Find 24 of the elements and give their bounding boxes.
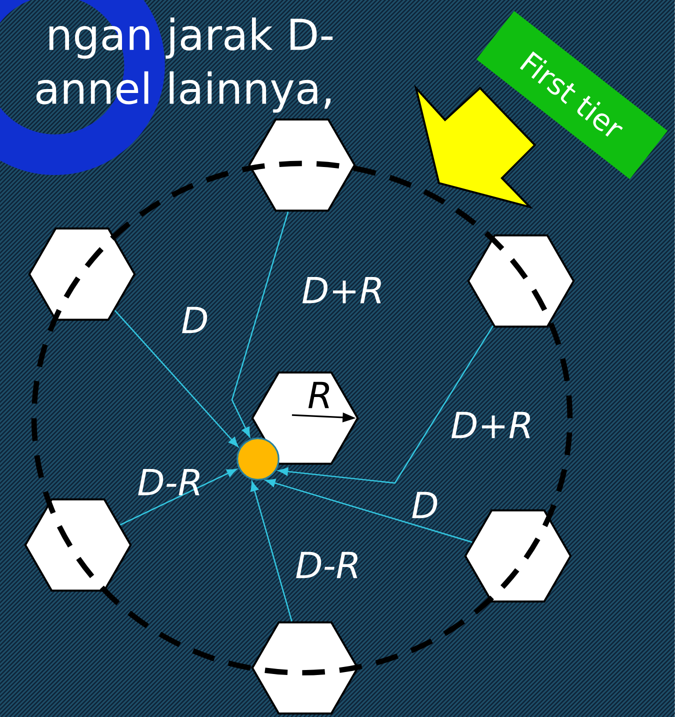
edge-label: D-R <box>138 468 200 496</box>
edge-label: D-R <box>296 552 358 578</box>
block-arrow <box>414 84 536 209</box>
arrow <box>250 481 292 622</box>
cell-hexagon <box>251 621 359 715</box>
cell-hexagon <box>251 371 359 465</box>
cell-hexagon <box>248 118 356 212</box>
slide-text: ngan jarak D- <box>50 17 333 59</box>
arrow <box>120 468 237 526</box>
cell-hexagon <box>24 498 132 592</box>
slide-text: annel lainnya, <box>36 71 331 113</box>
mobile-dot <box>236 438 280 480</box>
arrow <box>231 211 289 438</box>
cell-hexagon <box>464 509 572 603</box>
arrow <box>265 478 472 543</box>
edge-label: D <box>412 492 438 518</box>
radius-label: R <box>308 382 330 408</box>
edge-label: D <box>182 306 208 334</box>
edge-label: D+R <box>302 276 381 304</box>
arrow <box>114 310 238 448</box>
cell-hexagon <box>28 228 136 321</box>
edge-label: D+R <box>452 412 530 438</box>
cell-hexagon <box>467 234 575 328</box>
arrow <box>278 325 494 484</box>
